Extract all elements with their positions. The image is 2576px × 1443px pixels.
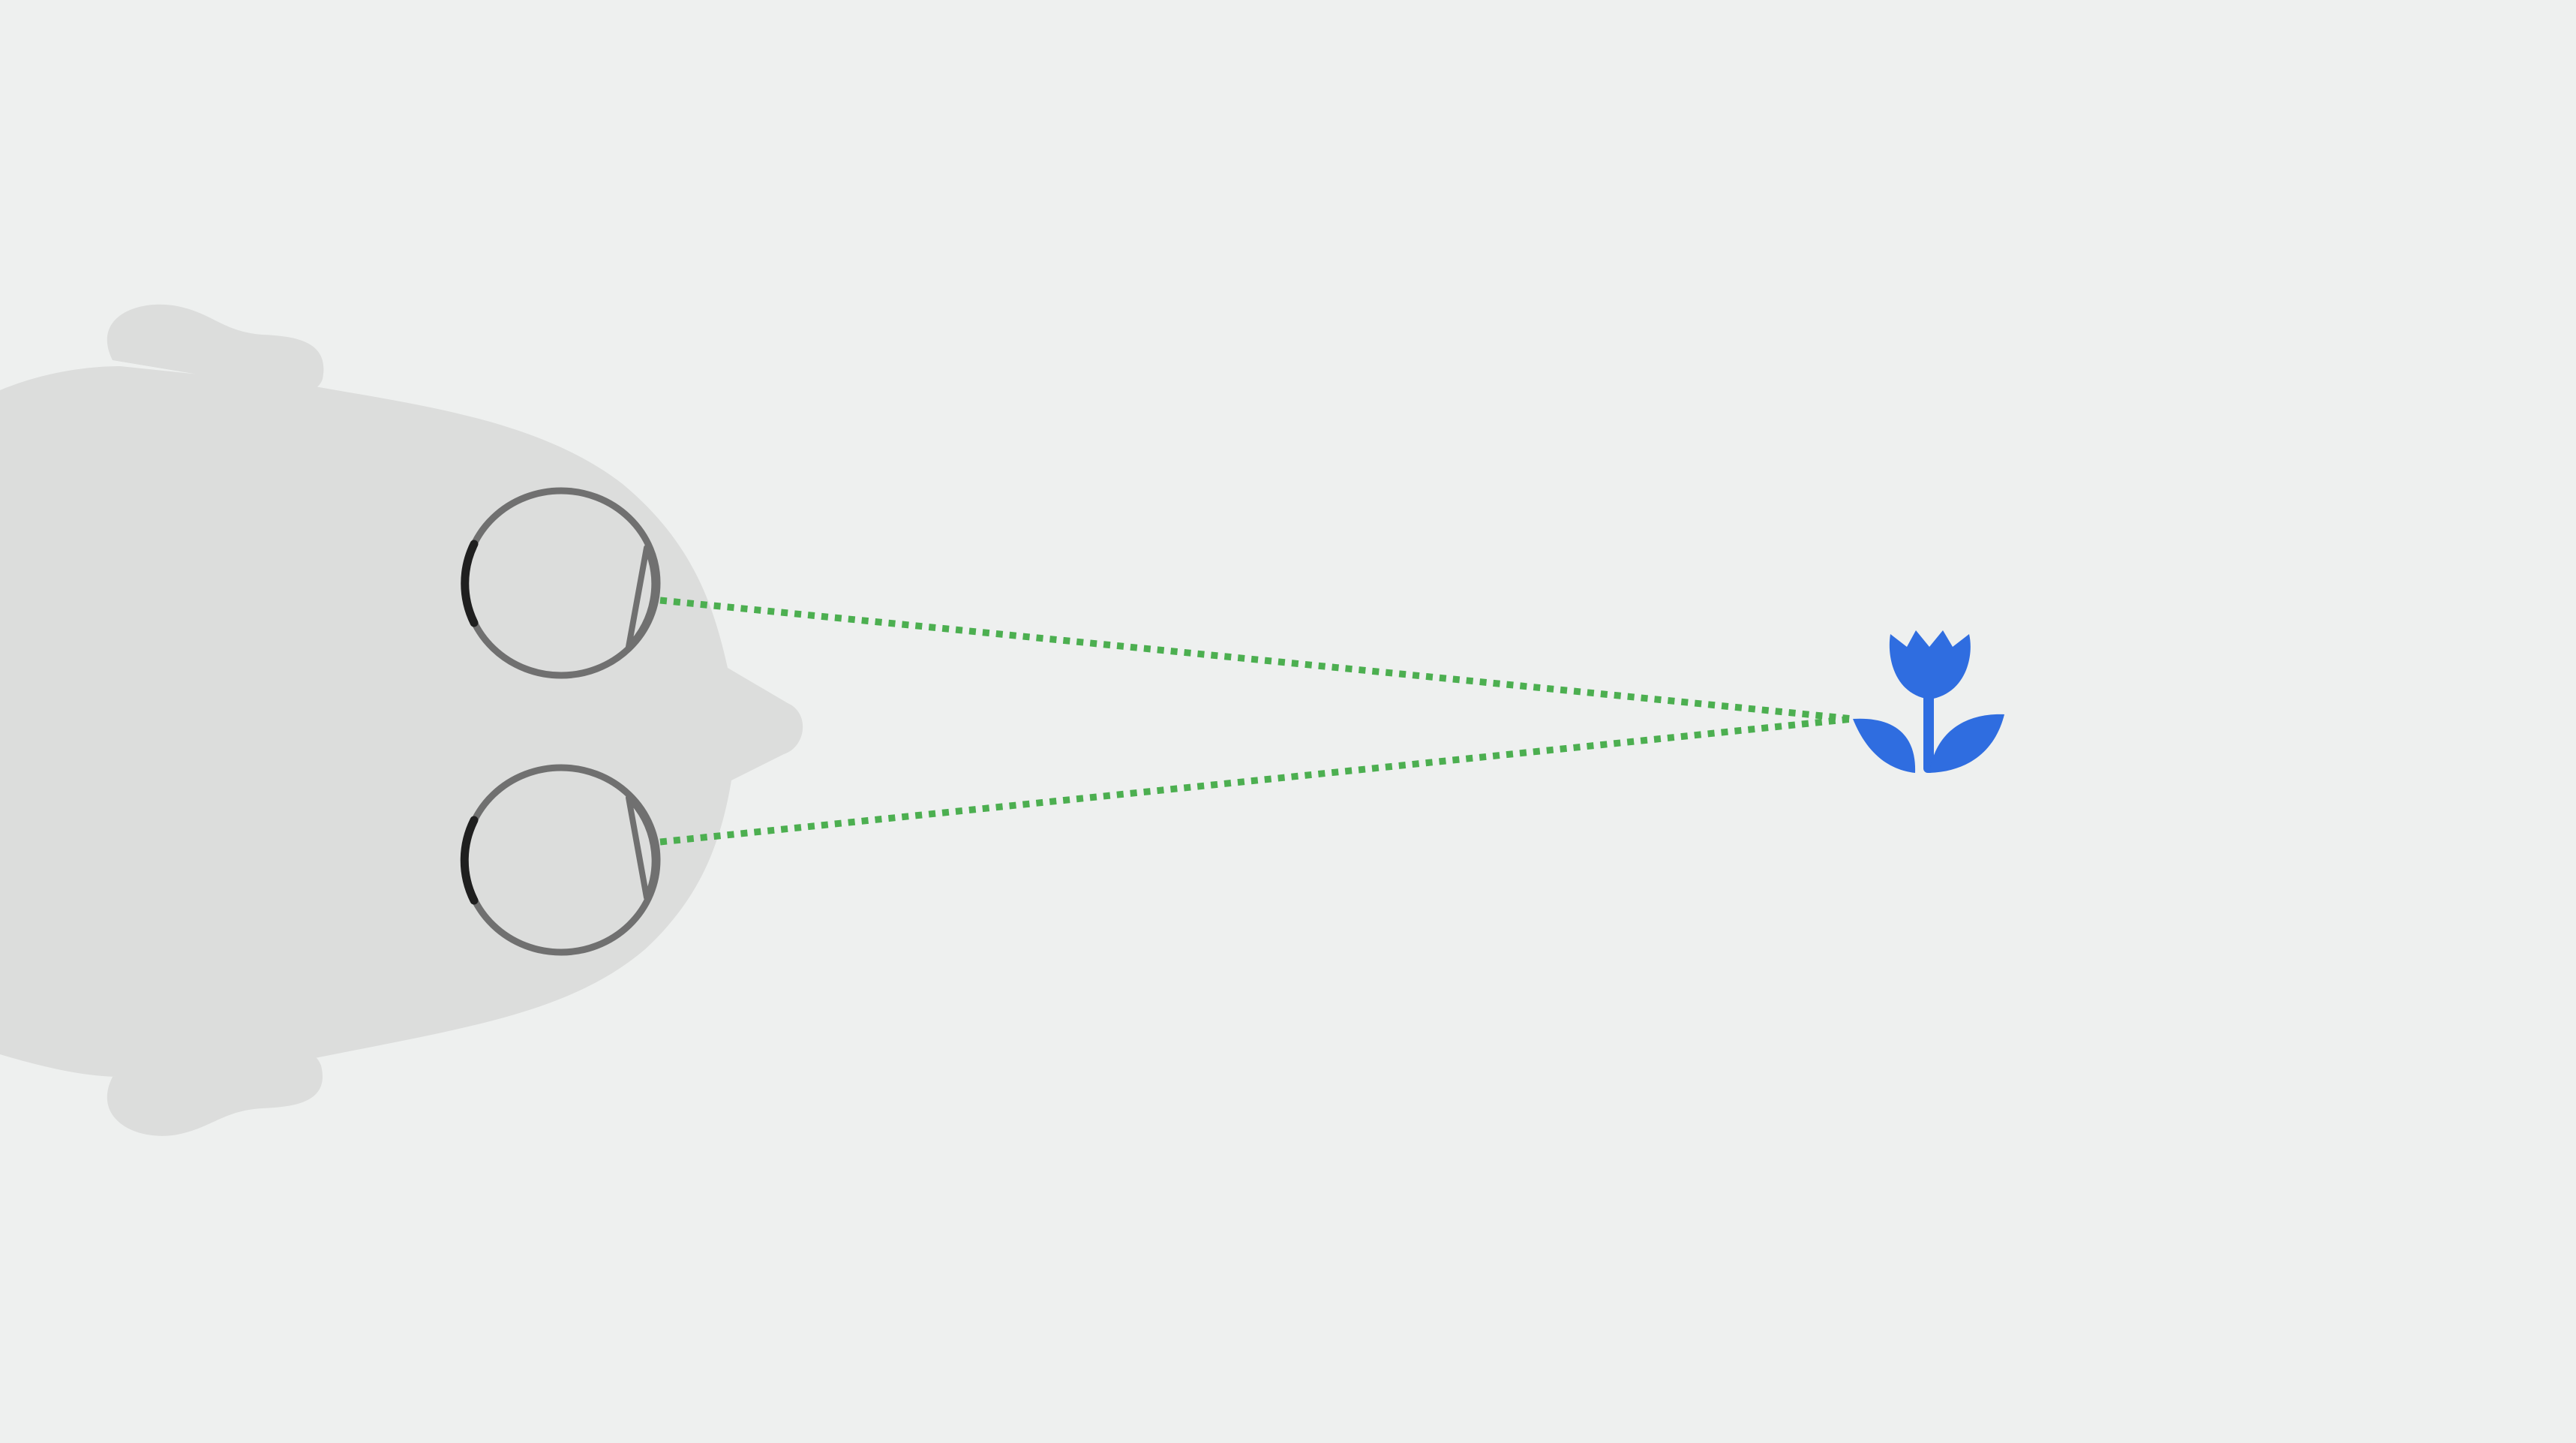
tulip-bloom (1889, 630, 1971, 699)
lens-lower (626, 795, 658, 900)
tulip-leaf-right (1929, 714, 2004, 773)
head-silhouette (0, 366, 803, 1077)
lens-upper (626, 545, 658, 650)
tulip-icon (1853, 630, 2004, 773)
eye-lower (460, 764, 661, 956)
retina-upper (461, 540, 479, 627)
sight-line-lower (659, 715, 1854, 846)
head-top-view (0, 304, 803, 1136)
tulip-stem (1923, 694, 1934, 773)
ear-lower (107, 1053, 323, 1136)
ear-upper (107, 304, 324, 391)
eye-upper (461, 487, 661, 679)
sight-lines (659, 597, 1854, 846)
retina-lower (460, 816, 479, 905)
sight-line-upper (659, 597, 1854, 723)
tulip-leaf-left (1853, 718, 1916, 773)
